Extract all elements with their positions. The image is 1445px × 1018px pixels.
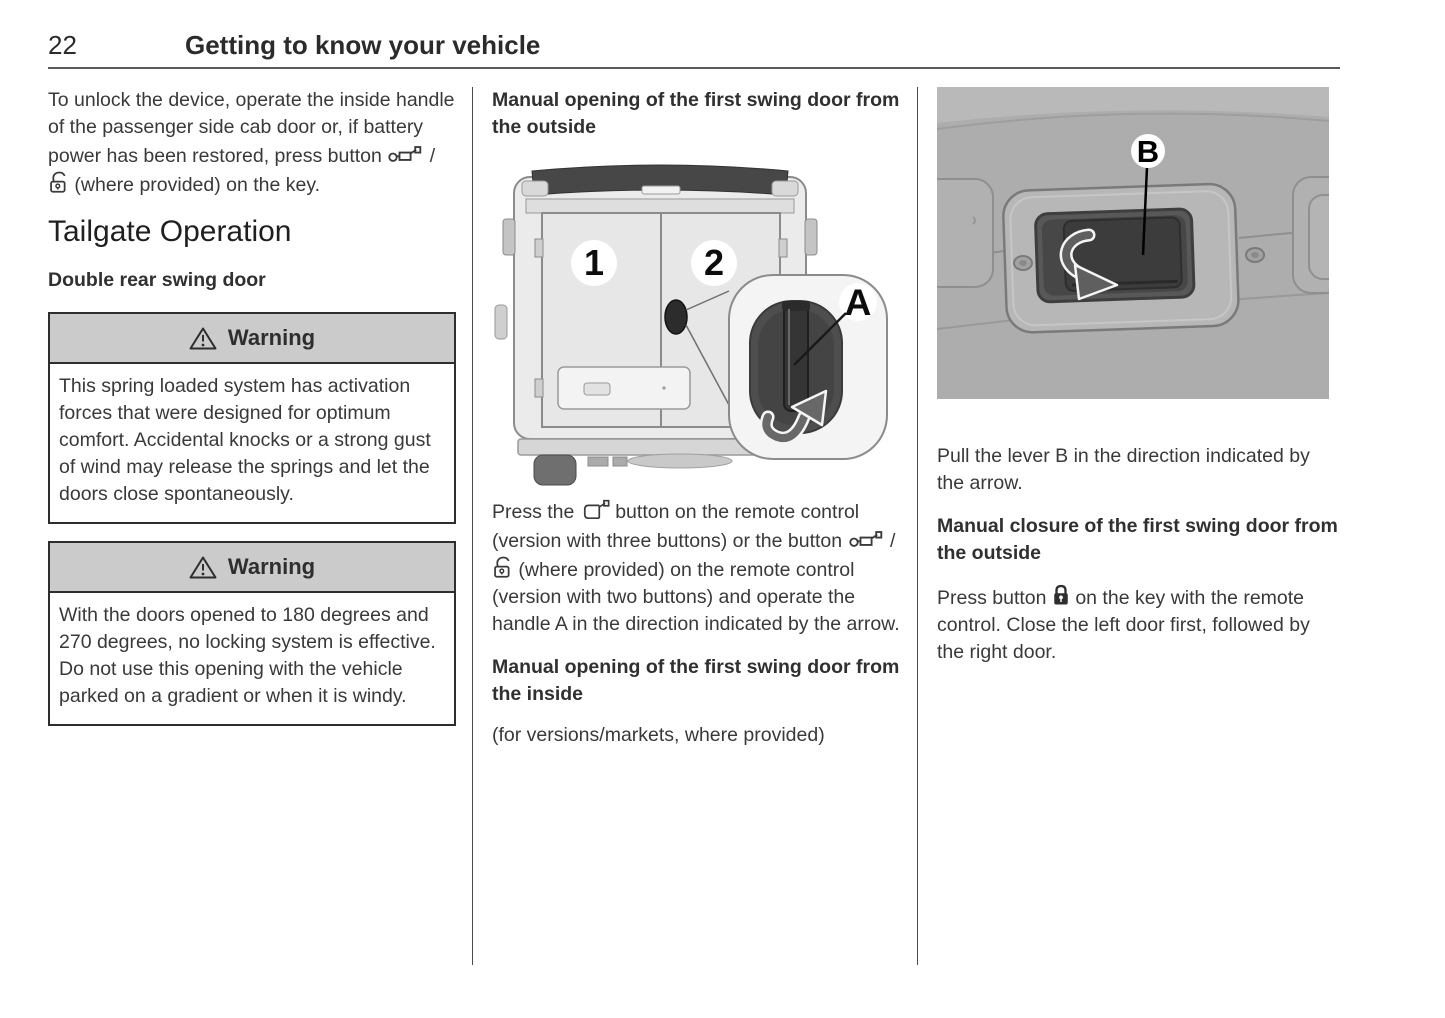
unlock-padlock-icon — [50, 171, 66, 193]
warning-header: Warning — [50, 543, 454, 593]
warning-box-1: Warning This spring loaded system has ac… — [48, 312, 456, 524]
door-lever-illustration: B — [937, 87, 1329, 399]
right-column: B Pull the lever B in the direction indi… — [937, 87, 1341, 969]
unlock-instructions-text: To unlock the device, operate the inside… — [48, 89, 455, 167]
warning-box-2: Warning With the doors opened to 180 deg… — [48, 541, 456, 726]
van-rear-illustration: 1 2 — [494, 164, 888, 486]
middle-column: Manual opening of the first swing door f… — [492, 87, 900, 969]
swing-door-remote-button-icon — [583, 499, 610, 520]
warning-title: Warning — [227, 554, 316, 579]
manual-opening-inside-heading: Manual opening of the first swing door f… — [492, 656, 900, 705]
unlock-instructions-text-2: (where provided) on the key. — [69, 174, 321, 196]
column-divider — [917, 87, 918, 965]
van-remote-button-icon — [848, 531, 882, 547]
lever-b-label: B — [1137, 134, 1159, 169]
icon-separator: / — [884, 530, 896, 552]
lock-icon — [1054, 584, 1068, 605]
manual-opening-outside-heading: Manual opening of the first swing door f… — [492, 89, 900, 138]
door-1-label: 1 — [584, 242, 604, 283]
press-instructions: Press the button on the remote control (… — [492, 499, 900, 638]
warning-body: With the doors opened to 180 degrees and… — [59, 604, 436, 707]
press-instructions-text: Press the — [492, 501, 580, 523]
press-instructions-text-2: button on the remote control (version wi… — [492, 501, 860, 552]
double-rear-swing-door-heading: Double rear swing door — [48, 269, 266, 291]
page-number: 22 — [48, 30, 77, 60]
handle-a-label: A — [845, 282, 872, 323]
van-remote-button-icon — [388, 146, 422, 162]
unlock-instructions: To unlock the device, operate the inside… — [48, 87, 456, 199]
column-divider — [472, 87, 473, 965]
warning-triangle-icon — [189, 327, 217, 349]
press-instructions-text-3: (where provided) on the remote control (… — [492, 559, 900, 635]
availability-note: (for versions/markets, where provided) — [492, 724, 825, 746]
warning-triangle-icon — [189, 556, 217, 578]
close-instructions-text: Press button — [937, 587, 1052, 609]
close-instructions: Press button on the key with the remote … — [937, 583, 1341, 666]
door-2-label: 2 — [704, 242, 724, 283]
left-column: To unlock the device, operate the inside… — [48, 87, 456, 969]
tailgate-operation-heading: Tailgate Operation — [48, 215, 292, 248]
page-header: 22 Getting to know your vehicle — [48, 30, 1340, 69]
chapter-title: Getting to know your vehicle — [185, 30, 541, 60]
pull-lever-instructions: Pull the lever B in the direction indica… — [937, 445, 1310, 494]
icon-separator: / — [424, 145, 436, 167]
warning-title: Warning — [227, 325, 316, 350]
unlock-padlock-icon — [494, 556, 510, 578]
manual-closure-outside-heading: Manual closure of the first swing door f… — [937, 515, 1338, 564]
close-instructions-text-2: on the key with the remote control. Clos… — [937, 587, 1310, 663]
warning-body: This spring loaded system has activation… — [59, 375, 431, 505]
warning-header: Warning — [50, 314, 454, 364]
